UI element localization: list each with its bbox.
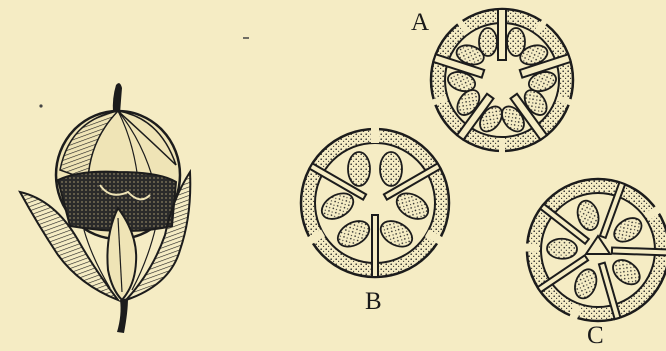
- capsule-stalk: [117, 298, 128, 333]
- figure-label-b: B: [365, 289, 382, 314]
- whole-capsule-illustration: [20, 83, 190, 333]
- capsule-tip: [113, 83, 122, 114]
- figure-label-c: C: [587, 323, 604, 348]
- paper-speck: [39, 104, 42, 107]
- cross-section-c: [523, 179, 666, 322]
- cross-section-a: [431, 9, 574, 154]
- figure-label-a: A: [411, 10, 429, 35]
- cross-section-b: [301, 125, 449, 277]
